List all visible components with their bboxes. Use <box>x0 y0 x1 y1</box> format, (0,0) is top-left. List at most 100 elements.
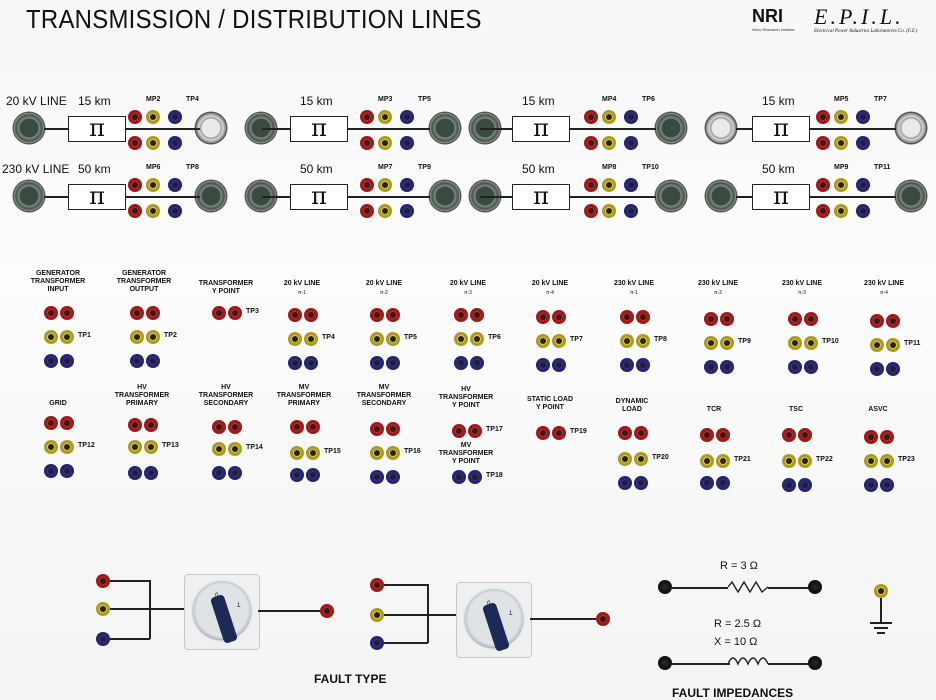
row2-jack[interactable] <box>370 470 384 484</box>
line-230kv-jack[interactable] <box>128 204 142 218</box>
line-230kv-jack[interactable] <box>834 178 848 192</box>
row2-jack[interactable] <box>618 476 632 490</box>
row2-jack[interactable] <box>634 426 648 440</box>
line-230kv-jack[interactable] <box>168 178 182 192</box>
row1-layer-jack[interactable] <box>146 330 160 344</box>
row1-layer-jack[interactable] <box>704 336 718 350</box>
row1-layer-jack[interactable] <box>386 308 400 322</box>
impedance-jack-2b[interactable] <box>808 656 822 670</box>
fault-jack-yellow-1[interactable] <box>96 602 110 616</box>
line-230kv-connector-8[interactable] <box>896 181 926 211</box>
row2-jack[interactable] <box>864 430 878 444</box>
row2-jack[interactable] <box>536 426 550 440</box>
row2-jack[interactable] <box>290 446 304 460</box>
line-20kv-connector-2[interactable] <box>196 113 226 143</box>
line-230kv-connector-1[interactable] <box>14 181 44 211</box>
row2-jack[interactable] <box>212 442 226 456</box>
row1-layer-jack[interactable] <box>720 312 734 326</box>
row2-jack[interactable] <box>386 446 400 460</box>
row2-jack[interactable] <box>228 420 242 434</box>
row1-layer-jack[interactable] <box>788 360 802 374</box>
row2-jack[interactable] <box>228 442 242 456</box>
line-230kv-jack[interactable] <box>378 178 392 192</box>
row2-jack[interactable] <box>798 454 812 468</box>
row1-layer-jack[interactable] <box>470 356 484 370</box>
line-230kv-jack[interactable] <box>602 178 616 192</box>
line-20kv-connector-7[interactable] <box>706 113 736 143</box>
fault-type-selector-switch-2[interactable]: 0 1 <box>456 582 532 658</box>
line-230kv-jack[interactable] <box>816 178 830 192</box>
row2-jack[interactable] <box>370 422 384 436</box>
line-20kv-jack[interactable] <box>856 110 870 124</box>
line-20kv-jack[interactable] <box>146 136 160 150</box>
row1-layer-jack[interactable] <box>536 310 550 324</box>
row2-jack[interactable] <box>452 424 466 438</box>
row2-jack[interactable] <box>44 440 58 454</box>
row2-jack[interactable] <box>618 452 632 466</box>
row1-layer-jack[interactable] <box>870 338 884 352</box>
row1-layer-jack[interactable] <box>704 312 718 326</box>
row1-layer-jack[interactable] <box>288 332 302 346</box>
line-230kv-jack[interactable] <box>602 204 616 218</box>
row2-jack[interactable] <box>386 470 400 484</box>
row1-layer-jack[interactable] <box>304 308 318 322</box>
row1-layer-jack[interactable] <box>886 362 900 376</box>
row2-jack[interactable] <box>306 468 320 482</box>
row1-layer-jack[interactable] <box>288 308 302 322</box>
line-230kv-connector-2[interactable] <box>196 181 226 211</box>
fault-jack-red-2[interactable] <box>370 578 384 592</box>
row2-jack[interactable] <box>228 466 242 480</box>
row1-layer-jack[interactable] <box>552 310 566 324</box>
line-230kv-jack[interactable] <box>168 204 182 218</box>
row1-layer-jack[interactable] <box>370 332 384 346</box>
ground-jack[interactable] <box>874 584 888 598</box>
line-20kv-jack[interactable] <box>834 110 848 124</box>
line-230kv-jack[interactable] <box>360 178 374 192</box>
row1-layer-jack[interactable] <box>370 308 384 322</box>
row1-layer-jack[interactable] <box>44 306 58 320</box>
impedance-jack-1a[interactable] <box>658 580 672 594</box>
row1-layer-jack[interactable] <box>870 314 884 328</box>
line-20kv-jack[interactable] <box>400 136 414 150</box>
row2-jack[interactable] <box>618 426 632 440</box>
line-20kv-jack[interactable] <box>816 110 830 124</box>
row1-layer-jack[interactable] <box>228 306 242 320</box>
row1-layer-jack[interactable] <box>60 306 74 320</box>
row1-layer-jack[interactable] <box>552 358 566 372</box>
row1-layer-jack[interactable] <box>146 306 160 320</box>
row1-layer-jack[interactable] <box>304 356 318 370</box>
line-230kv-jack[interactable] <box>128 178 142 192</box>
row2-jack[interactable] <box>880 478 894 492</box>
row2-jack[interactable] <box>212 420 226 434</box>
row1-layer-jack[interactable] <box>288 356 302 370</box>
impedance-jack-1b[interactable] <box>808 580 822 594</box>
row2-jack[interactable] <box>128 440 142 454</box>
line-230kv-connector-6[interactable] <box>656 181 686 211</box>
row1-layer-jack[interactable] <box>870 362 884 376</box>
row1-layer-jack[interactable] <box>44 354 58 368</box>
row2-jack[interactable] <box>386 422 400 436</box>
row1-layer-jack[interactable] <box>720 360 734 374</box>
line-20kv-jack[interactable] <box>856 136 870 150</box>
row2-jack[interactable] <box>716 454 730 468</box>
fault-jack-blue-1[interactable] <box>96 632 110 646</box>
line-20kv-jack[interactable] <box>624 110 638 124</box>
row1-layer-jack[interactable] <box>636 358 650 372</box>
row1-layer-jack[interactable] <box>146 354 160 368</box>
line-230kv-jack[interactable] <box>856 178 870 192</box>
line-20kv-jack[interactable] <box>146 110 160 124</box>
row2-jack[interactable] <box>716 428 730 442</box>
impedance-jack-2a[interactable] <box>658 656 672 670</box>
row2-jack[interactable] <box>782 478 796 492</box>
row1-layer-jack[interactable] <box>886 338 900 352</box>
line-20kv-jack[interactable] <box>584 136 598 150</box>
line-230kv-jack[interactable] <box>816 204 830 218</box>
line-230kv-jack[interactable] <box>856 204 870 218</box>
line-20kv-jack[interactable] <box>360 136 374 150</box>
row1-layer-jack[interactable] <box>804 312 818 326</box>
line-230kv-jack[interactable] <box>624 204 638 218</box>
row2-jack[interactable] <box>798 478 812 492</box>
line-20kv-jack[interactable] <box>602 136 616 150</box>
row1-layer-jack[interactable] <box>130 330 144 344</box>
row1-layer-jack[interactable] <box>470 308 484 322</box>
